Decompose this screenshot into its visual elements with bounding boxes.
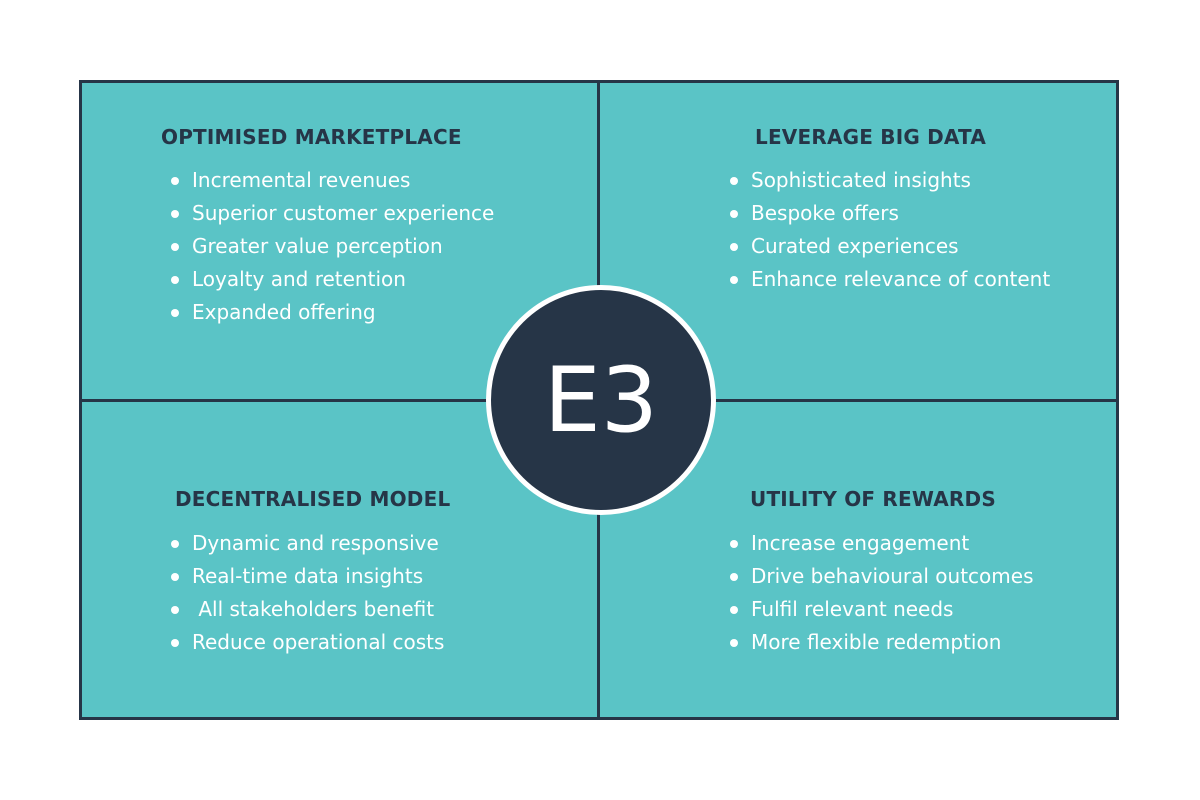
quadrant-title: LEVERAGE BIG DATA — [755, 125, 987, 149]
quadrant-bullet-list: Increase engagement Drive behavioural ou… — [727, 527, 1034, 659]
quadrant-optimised-marketplace: OPTIMISED MARKETPLACE Incremental revenu… — [82, 83, 597, 399]
list-item-label: Sophisticated insights — [751, 168, 971, 192]
list-item: Superior customer experience — [168, 197, 494, 230]
list-item-label: Incremental revenues — [192, 168, 411, 192]
list-item: Fulfil relevant needs — [727, 593, 1034, 626]
list-item-label: Dynamic and responsive — [192, 531, 439, 555]
quadrant-bullet-list: Incremental revenues Superior customer e… — [168, 164, 494, 329]
bullet-dot-icon — [171, 639, 179, 647]
bullet-dot-icon — [171, 309, 179, 317]
list-item-label: Curated experiences — [751, 234, 959, 258]
bullet-dot-icon — [730, 243, 738, 251]
quadrant-bullet-list: Dynamic and responsive Real-time data in… — [168, 527, 444, 659]
bullet-dot-icon — [171, 573, 179, 581]
list-item-label: Drive behavioural outcomes — [751, 564, 1034, 588]
list-item-label: Expanded offering — [192, 300, 376, 324]
bullet-dot-icon — [171, 276, 179, 284]
list-item: Enhance relevance of content — [727, 263, 1050, 296]
quadrant-utility-of-rewards: UTILITY OF REWARDS Increase engagement D… — [600, 402, 1116, 717]
quadrant-bullet-list: Sophisticated insights Bespoke offers Cu… — [727, 164, 1050, 296]
list-item-label: Greater value perception — [192, 234, 443, 258]
list-item: Increase engagement — [727, 527, 1034, 560]
list-item-label: Superior customer experience — [192, 201, 495, 225]
bullet-dot-icon — [730, 276, 738, 284]
bullet-dot-icon — [730, 639, 738, 647]
bullet-dot-icon — [171, 210, 179, 218]
bullet-dot-icon — [730, 177, 738, 185]
list-item: Loyalty and retention — [168, 263, 494, 296]
bullet-dot-icon — [171, 177, 179, 185]
list-item: Curated experiences — [727, 230, 1050, 263]
quadrant-board: OPTIMISED MARKETPLACE Incremental revenu… — [79, 80, 1119, 720]
quadrant-title: OPTIMISED MARKETPLACE — [161, 125, 462, 149]
bullet-dot-icon — [171, 606, 179, 614]
list-item: All stakeholders benefit — [168, 593, 444, 626]
bullet-dot-icon — [171, 540, 179, 548]
bullet-dot-icon — [730, 606, 738, 614]
list-item: More flexible redemption — [727, 626, 1034, 659]
bullet-dot-icon — [171, 243, 179, 251]
list-item-label: Loyalty and retention — [192, 267, 406, 291]
bullet-dot-icon — [730, 210, 738, 218]
list-item-label: Bespoke offers — [751, 201, 899, 225]
center-circle: E3 — [486, 285, 716, 515]
list-item-label: All stakeholders benefit — [192, 597, 435, 621]
list-item: Greater value perception — [168, 230, 494, 263]
list-item: Sophisticated insights — [727, 164, 1050, 197]
quadrant-title: UTILITY OF REWARDS — [750, 487, 996, 511]
bullet-dot-icon — [730, 540, 738, 548]
list-item: Incremental revenues — [168, 164, 494, 197]
list-item: Real-time data insights — [168, 560, 444, 593]
list-item-label: Increase engagement — [751, 531, 970, 555]
quadrant-title: DECENTRALISED MODEL — [175, 487, 451, 511]
list-item: Expanded offering — [168, 296, 494, 329]
list-item-label: Reduce operational costs — [192, 630, 445, 654]
list-item: Dynamic and responsive — [168, 527, 444, 560]
list-item-label: More flexible redemption — [751, 630, 1002, 654]
list-item-label: Fulfil relevant needs — [751, 597, 954, 621]
list-item: Bespoke offers — [727, 197, 1050, 230]
list-item: Reduce operational costs — [168, 626, 444, 659]
list-item-label: Real-time data insights — [192, 564, 424, 588]
bullet-dot-icon — [730, 573, 738, 581]
list-item-label: Enhance relevance of content — [751, 267, 1051, 291]
list-item: Drive behavioural outcomes — [727, 560, 1034, 593]
center-label: E3 — [543, 348, 659, 453]
